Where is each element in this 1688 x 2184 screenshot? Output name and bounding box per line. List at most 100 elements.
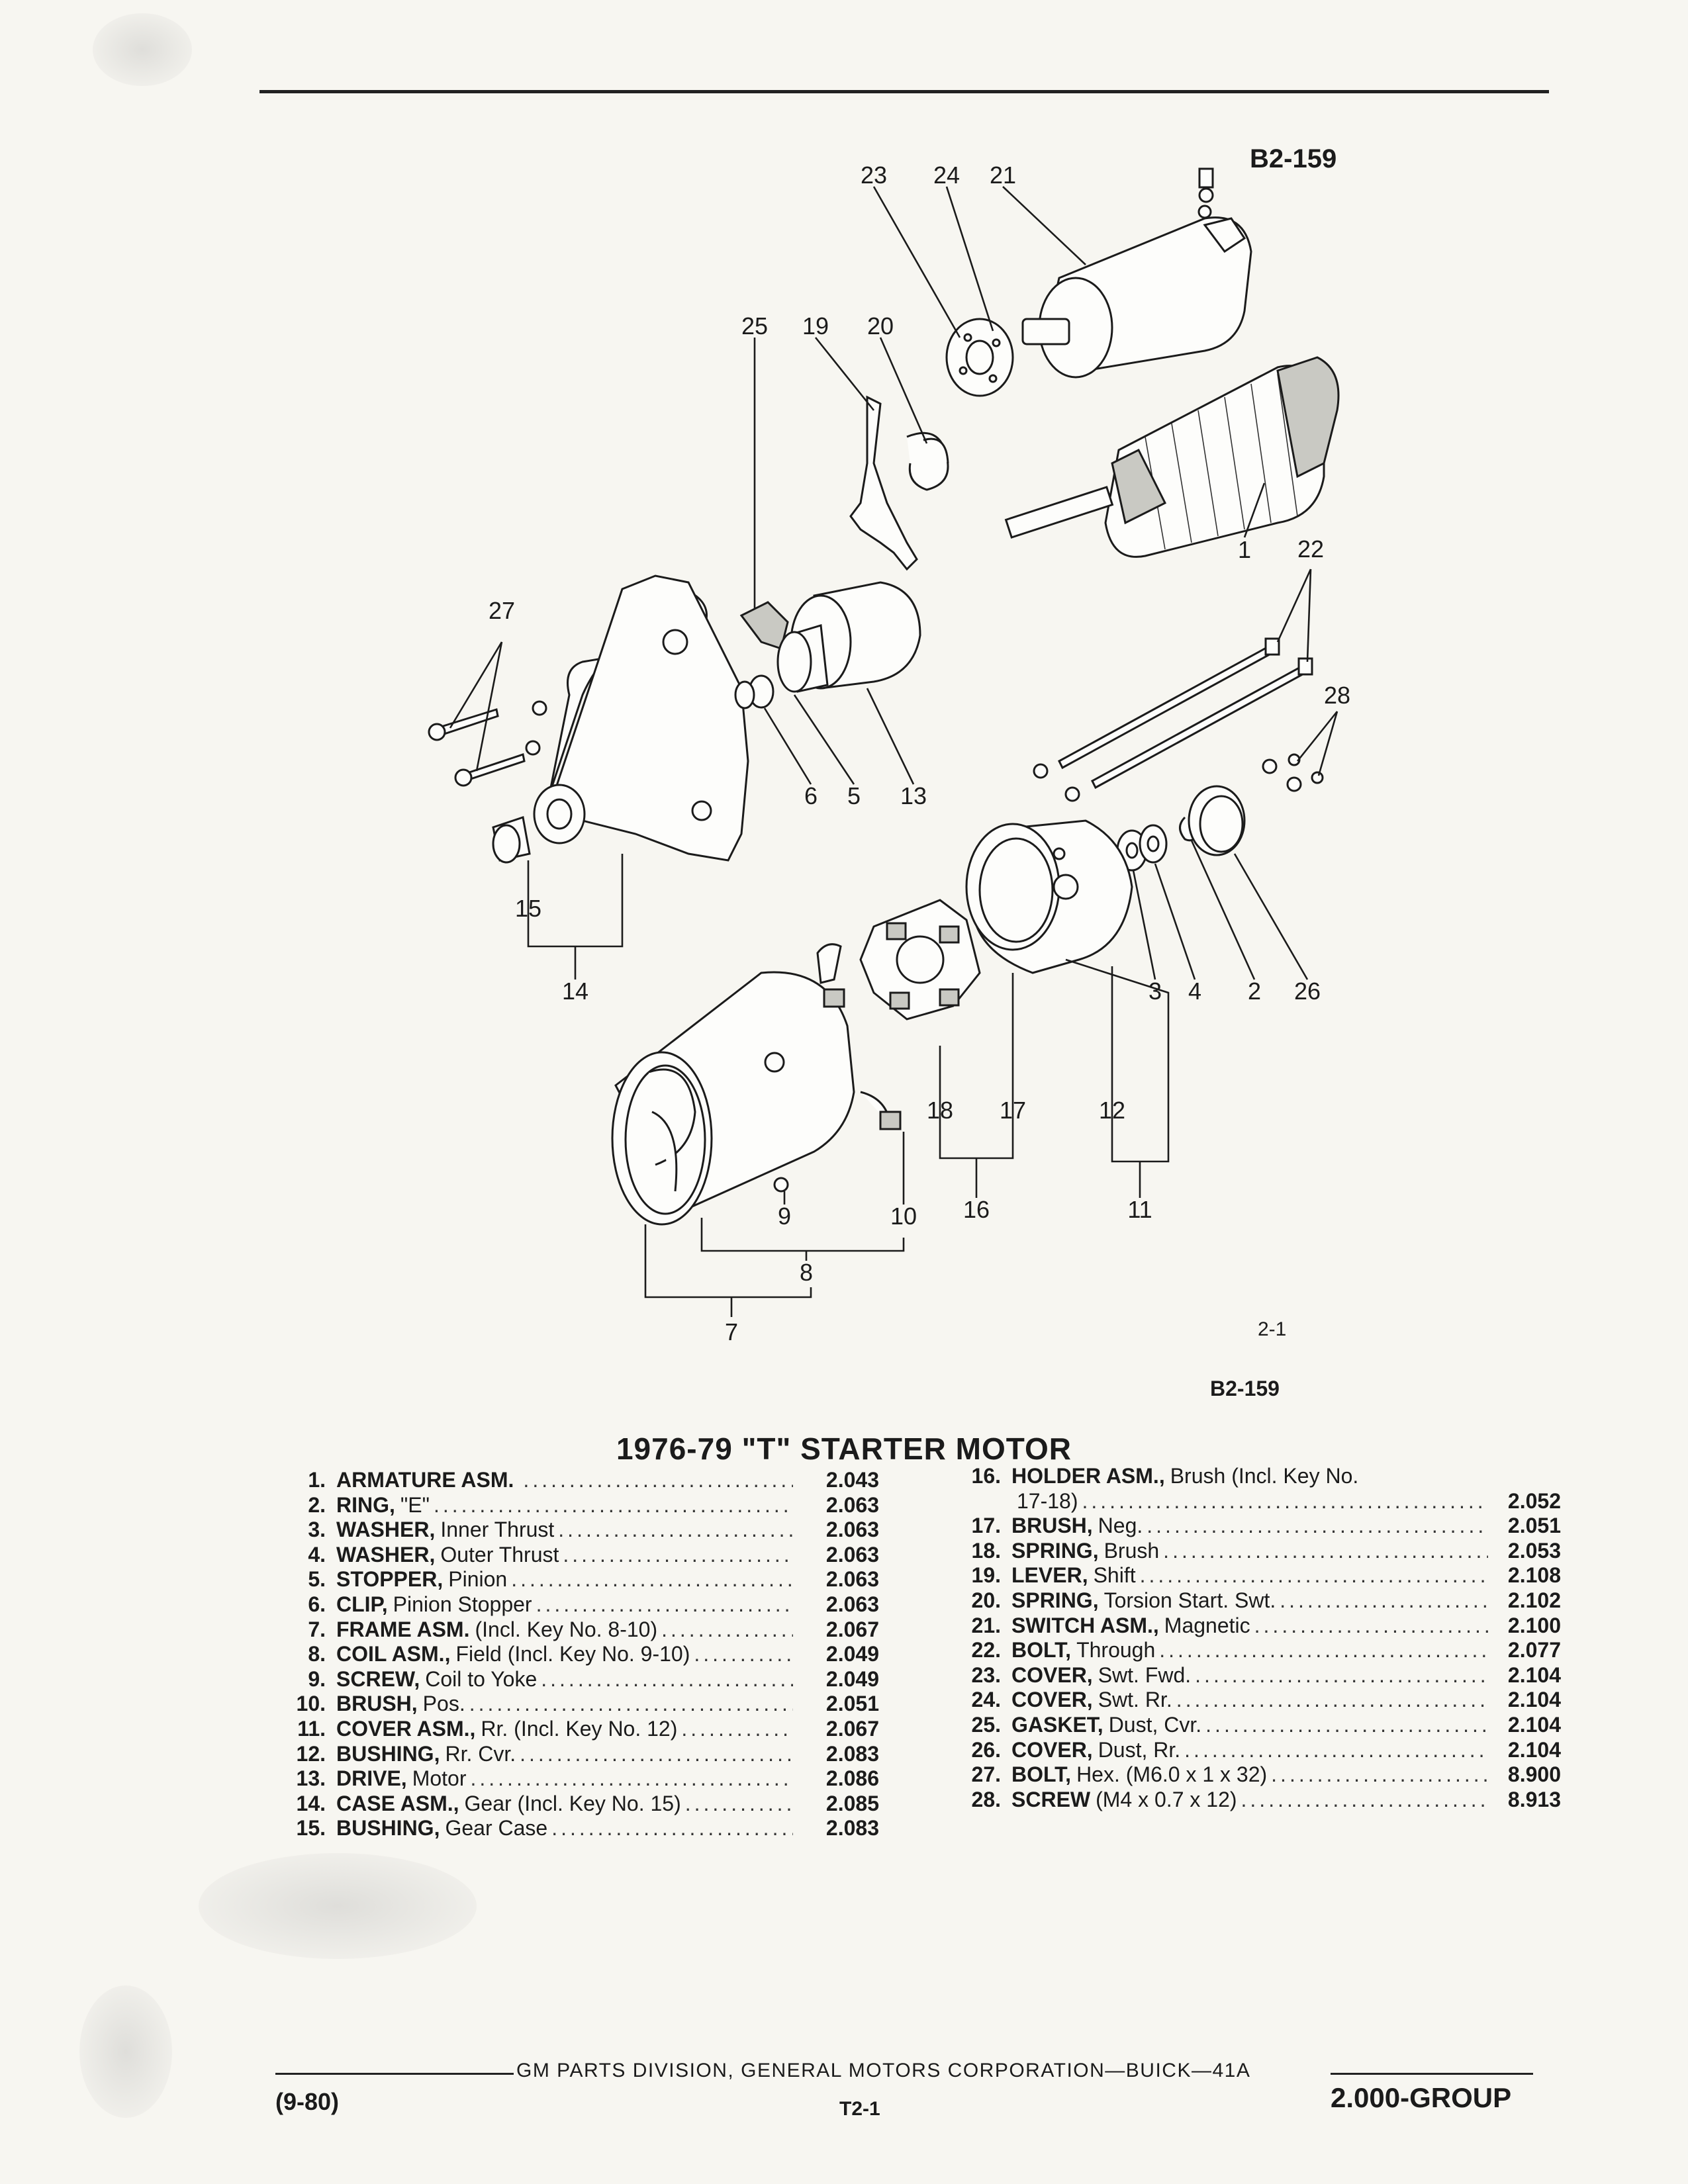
brush-holder-drawing bbox=[859, 899, 981, 1021]
part-name: RING, bbox=[336, 1492, 395, 1517]
group-number: 2.049 bbox=[825, 1666, 879, 1691]
parts-list-row: 17.BRUSH,Neg.2.051 bbox=[945, 1514, 1561, 1539]
callout-24: 24 bbox=[933, 161, 960, 189]
parts-list-row: 1.ARMATURE ASM.2.043 bbox=[270, 1468, 879, 1493]
part-name: SWITCH ASM., bbox=[1011, 1613, 1159, 1637]
leader-dots bbox=[554, 1518, 793, 1543]
part-description: Shift bbox=[1093, 1563, 1136, 1588]
key-number: 24. bbox=[971, 1688, 1001, 1712]
parts-list-right: 16.HOLDER ASM.,Brush (Incl. Key No.17-18… bbox=[945, 1464, 1561, 1812]
callout-numbers: 1 2 3 4 5 6 7 8 9 10 11 12 13 14 15 16 1… bbox=[489, 161, 1350, 1345]
leader-lines bbox=[449, 186, 1338, 1317]
part-name: COVER, bbox=[1011, 1737, 1093, 1762]
part-description: Gear Case bbox=[445, 1816, 548, 1841]
exploded-view-diagram: 1 2 3 4 5 6 7 8 9 10 11 12 13 14 15 16 1… bbox=[428, 161, 1350, 1345]
leader-dots bbox=[1201, 1713, 1488, 1738]
group-number: 2.063 bbox=[825, 1542, 879, 1567]
part-name: WASHER, bbox=[336, 1518, 436, 1542]
callout-6: 6 bbox=[804, 782, 818, 809]
part-name: STOPPER, bbox=[336, 1567, 444, 1592]
leader-dots bbox=[1159, 1539, 1488, 1564]
part-name: COIL ASM., bbox=[336, 1642, 451, 1666]
parts-list-row: 21.SWITCH ASM.,Magnetic2.100 bbox=[945, 1614, 1561, 1639]
part-description: Brush (Incl. Key No. bbox=[1170, 1464, 1359, 1488]
leader-dots bbox=[1078, 1489, 1489, 1514]
callout-21: 21 bbox=[990, 161, 1016, 189]
part-name: BOLT, bbox=[1011, 1638, 1072, 1662]
part-name: HOLDER ASM., bbox=[1011, 1464, 1165, 1488]
key-number: 16. bbox=[971, 1464, 1001, 1488]
callout-22: 22 bbox=[1297, 535, 1324, 563]
washers-drawing bbox=[1116, 785, 1246, 872]
parts-list-row: 27.BOLT,Hex. (M6.0 x 1 x 32)8.900 bbox=[945, 1762, 1561, 1788]
group-number: 2.108 bbox=[1507, 1563, 1561, 1588]
key-number: 4. bbox=[308, 1542, 326, 1567]
part-description: Gear (Incl. Key No. 15) bbox=[464, 1791, 681, 1815]
parts-list-row: 15.BUSHING,Gear Case2.083 bbox=[270, 1816, 879, 1841]
parts-list-title: 1976-79 "T" STARTER MOTOR bbox=[616, 1432, 1072, 1466]
group-number: 2.063 bbox=[825, 1592, 879, 1616]
part-description: Dust, Rr. bbox=[1098, 1737, 1181, 1762]
leader-dots bbox=[1180, 1738, 1488, 1763]
callout-19: 19 bbox=[802, 312, 829, 340]
parts-list-row: 5.STOPPER,Pinion2.063 bbox=[270, 1567, 879, 1592]
gasket-drawing bbox=[739, 601, 789, 650]
part-name: CASE ASM., bbox=[336, 1791, 459, 1815]
footer-date: (9-80) bbox=[275, 2088, 340, 2115]
key-number: 8. bbox=[308, 1642, 326, 1666]
part-description: Neg. bbox=[1098, 1514, 1143, 1538]
part-name: SPRING, bbox=[1011, 1538, 1099, 1563]
callout-28: 28 bbox=[1324, 682, 1350, 709]
callout-26: 26 bbox=[1294, 978, 1321, 1005]
key-number: 11. bbox=[297, 1716, 326, 1741]
callout-17: 17 bbox=[1000, 1097, 1026, 1124]
callout-2: 2 bbox=[1248, 978, 1261, 1005]
magnetic-switch-drawing bbox=[1021, 167, 1252, 379]
part-name: LEVER, bbox=[1011, 1563, 1088, 1588]
callout-12: 12 bbox=[1099, 1097, 1125, 1124]
part-name: GASKET, bbox=[1011, 1712, 1103, 1737]
part-description: Field (Incl. Key No. 9-10) bbox=[455, 1642, 690, 1666]
leader-dots bbox=[690, 1642, 793, 1667]
key-number: 2. bbox=[308, 1492, 326, 1517]
leader-dots bbox=[430, 1493, 793, 1518]
leader-dots bbox=[1143, 1514, 1488, 1539]
part-description: Hex. (M6.0 x 1 x 32) bbox=[1076, 1762, 1268, 1787]
callout-10: 10 bbox=[890, 1203, 917, 1230]
part-description: Coil to Yoke bbox=[425, 1666, 538, 1691]
part-name: BRUSH, bbox=[336, 1692, 418, 1716]
part-name: WASHER, bbox=[336, 1542, 436, 1567]
part-description: Rr. Cvr. bbox=[445, 1741, 516, 1766]
key-number: 27. bbox=[971, 1762, 1001, 1787]
parts-list-row: 16. HOLDER ASM.,Brush (Incl. Key No. bbox=[945, 1464, 1561, 1489]
group-number: 8.913 bbox=[1507, 1787, 1561, 1811]
leader-dots bbox=[1267, 1762, 1488, 1788]
leader-dots bbox=[507, 1567, 793, 1592]
part-description: Dust, Cvr. bbox=[1108, 1712, 1202, 1737]
part-name: BRUSH, bbox=[1011, 1514, 1093, 1538]
group-number: 2.067 bbox=[825, 1617, 879, 1641]
group-number: 2.049 bbox=[825, 1642, 879, 1666]
callout-25: 25 bbox=[741, 312, 768, 340]
parts-list-row: 20.SPRING,Torsion Start. Swt.2.102 bbox=[945, 1588, 1561, 1614]
key-number: 14. bbox=[296, 1791, 326, 1815]
callout-11: 11 bbox=[1127, 1196, 1152, 1223]
footer-page-number: T2-1 bbox=[839, 2098, 880, 2120]
callout-3: 3 bbox=[1149, 978, 1162, 1005]
part-description: Rr. (Incl. Key No. 12) bbox=[481, 1716, 678, 1741]
key-number: 26. bbox=[971, 1737, 1001, 1762]
parts-list-row: 28.SCREW(M4 x 0.7 x 12)8.913 bbox=[945, 1788, 1561, 1813]
through-bolts-drawing bbox=[1033, 637, 1313, 802]
figure-code-bottom: B2-159 bbox=[1210, 1377, 1280, 1400]
group-number: 2.104 bbox=[1507, 1662, 1561, 1687]
group-number: 2.083 bbox=[825, 1741, 879, 1766]
rear-cover-drawing bbox=[965, 819, 1133, 974]
callout-16: 16 bbox=[963, 1196, 990, 1223]
part-description: Inner Thrust bbox=[440, 1518, 555, 1542]
part-description: Outer Thrust bbox=[440, 1542, 559, 1567]
leader-dots bbox=[1237, 1788, 1488, 1813]
key-number: 9. bbox=[308, 1666, 326, 1691]
leader-dots bbox=[677, 1717, 793, 1742]
group-number: 2.063 bbox=[825, 1518, 879, 1542]
gear-case-drawing bbox=[533, 574, 749, 862]
